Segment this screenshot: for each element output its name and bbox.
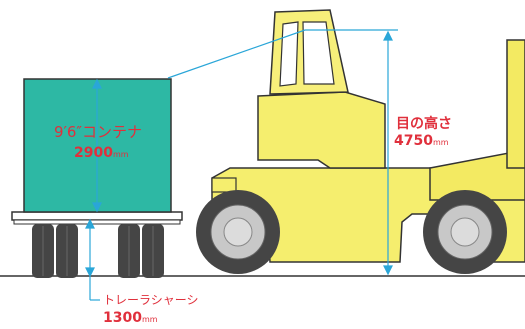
sightline xyxy=(167,29,398,79)
forklift-rear-wheel xyxy=(423,190,507,274)
container-height-dimension xyxy=(92,78,102,213)
trailer-chassis xyxy=(11,211,183,278)
trailer-tires xyxy=(32,224,164,278)
container-height-label: 2900mm xyxy=(74,145,129,161)
forklift xyxy=(211,9,525,263)
chassis-height-dimension xyxy=(85,218,100,301)
chassis-name-label: トレーラシャーシ xyxy=(103,293,199,307)
container-name-label: 9′6″コンテナ xyxy=(53,123,143,141)
eye-height-name-label: 目の高さ xyxy=(396,116,452,132)
chassis-height-label: 1300mm xyxy=(103,310,158,326)
eye-height-value-label: 4750mm xyxy=(394,133,449,149)
forklift-front-wheel xyxy=(196,190,280,274)
eye-height-dimension xyxy=(383,30,393,276)
